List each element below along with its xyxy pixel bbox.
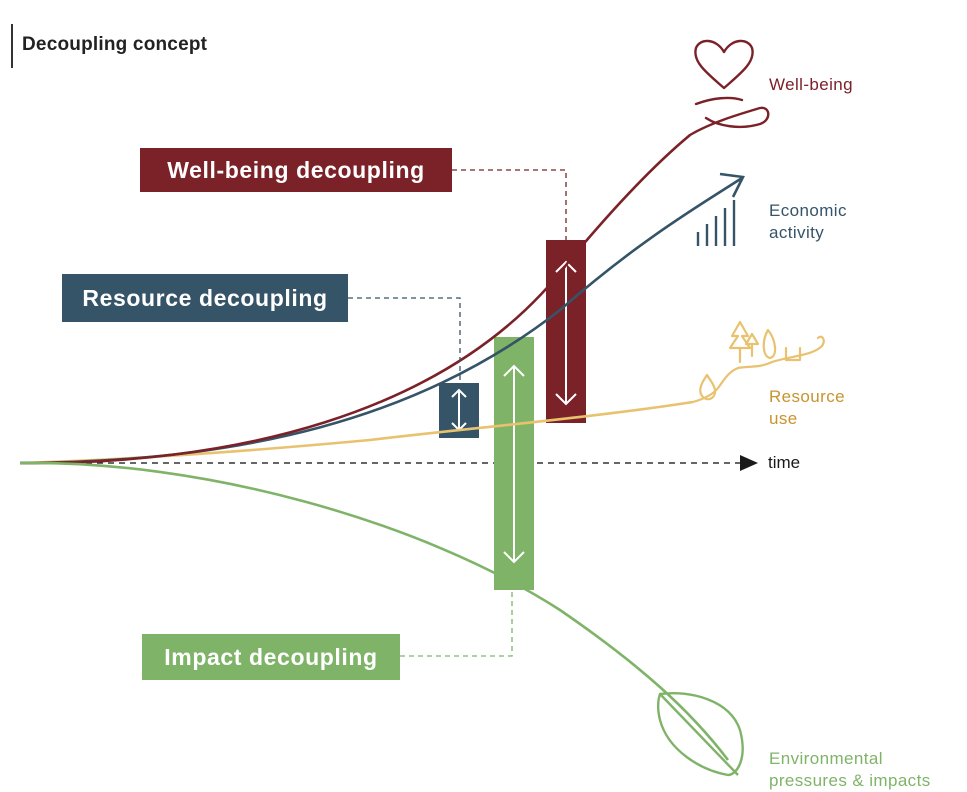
- wellbeing-curve: [19, 134, 691, 465]
- wellbeing-label: Well-being: [769, 75, 854, 94]
- bar-growth-icon: [696, 200, 736, 246]
- resource-use-label-line2: use: [769, 409, 798, 428]
- landscape-trees-icon: [691, 320, 825, 404]
- wellbeing-decoupling-label: Well-being decoupling: [140, 148, 452, 192]
- economic-activity-label-line1: Economic: [769, 201, 847, 220]
- diagram-title: Decoupling concept: [22, 34, 208, 55]
- wellbeing-leader-line: [452, 169, 567, 240]
- environmental-label-line1: Environmental: [769, 749, 883, 768]
- economic-activity-label-line2: activity: [769, 223, 825, 242]
- impact-leader-line: [400, 590, 513, 657]
- time-axis-label: time: [768, 453, 801, 472]
- wellbeing-decoupling-arrow: [555, 260, 577, 406]
- impact-decoupling-label: Impact decoupling: [142, 634, 400, 680]
- heart-hand-icon: [688, 39, 770, 137]
- environmental-pressures-label: Environmental pressures & impacts: [769, 748, 931, 792]
- economic-arrowhead-icon: [719, 172, 745, 198]
- resource-use-label: Resource use: [769, 386, 845, 430]
- time-axis-arrowhead: [740, 455, 758, 471]
- economic-activity-label: Economic activity: [769, 200, 847, 244]
- environmental-pressures-curve: [19, 461, 730, 761]
- resource-use-label-line1: Resource: [769, 387, 845, 406]
- impact-decoupling-arrow: [503, 364, 525, 564]
- resource-decoupling-label: Resource decoupling: [62, 274, 348, 322]
- resource-leader-line: [348, 297, 461, 383]
- title-accent-bar: [11, 24, 13, 68]
- environmental-label-line2: pressures & impacts: [769, 771, 931, 790]
- leaf-icon: [656, 692, 744, 777]
